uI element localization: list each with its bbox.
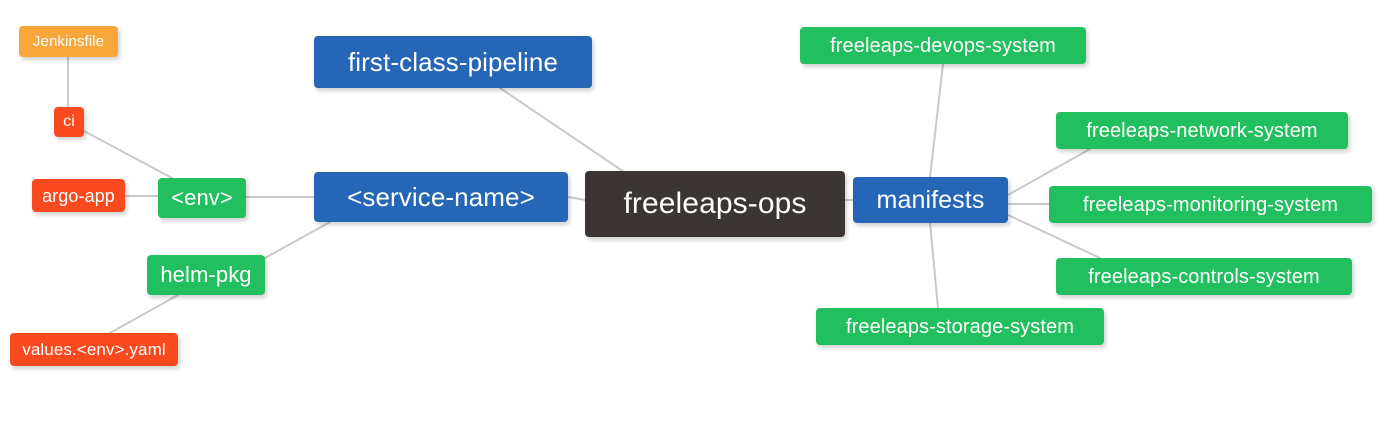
- node-ci[interactable]: ci: [54, 107, 84, 137]
- node-argo-app[interactable]: argo-app: [32, 179, 125, 212]
- node-label-freeleaps-network-system: freeleaps-network-system: [1086, 119, 1318, 142]
- edge-service-name-to-helm-pkg: [264, 221, 331, 259]
- node-label-freeleaps-monitoring-system: freeleaps-monitoring-system: [1082, 193, 1338, 216]
- node-first-class-pipeline[interactable]: first-class-pipeline: [314, 36, 592, 88]
- node-freeleaps-devops-system[interactable]: freeleaps-devops-system: [800, 27, 1086, 64]
- edge-env-to-ci: [83, 130, 173, 179]
- node-freeleaps-network-system[interactable]: freeleaps-network-system: [1056, 112, 1348, 149]
- edge-helm-pkg-to-values-env-yaml: [109, 294, 179, 334]
- node-freeleaps-controls-system[interactable]: freeleaps-controls-system: [1056, 258, 1352, 295]
- edge-freeleaps-ops-to-service-name: [567, 196, 586, 201]
- node-helm-pkg[interactable]: helm-pkg: [147, 255, 265, 295]
- node-label-freeleaps-devops-system: freeleaps-devops-system: [830, 34, 1056, 57]
- node-jenkinsfile[interactable]: Jenkinsfile: [19, 26, 118, 57]
- node-label-jenkinsfile: Jenkinsfile: [32, 33, 105, 50]
- node-manifests[interactable]: manifests: [853, 177, 1008, 223]
- node-service-name[interactable]: <service-name>: [314, 172, 568, 222]
- node-label-helm-pkg: helm-pkg: [160, 262, 252, 287]
- node-freeleaps-ops[interactable]: freeleaps-ops: [585, 171, 845, 237]
- node-label-values-env-yaml: values.<env>.yaml: [22, 340, 166, 359]
- node-label-env: <env>: [171, 185, 233, 210]
- edge-manifests-to-freeleaps-storage-system: [929, 222, 939, 309]
- node-label-manifests: manifests: [876, 185, 985, 214]
- node-label-ci: ci: [63, 113, 75, 130]
- node-label-argo-app: argo-app: [42, 185, 115, 206]
- edge-freeleaps-ops-to-first-class-pipeline: [499, 87, 631, 177]
- node-freeleaps-monitoring-system[interactable]: freeleaps-monitoring-system: [1049, 186, 1372, 223]
- node-label-freeleaps-storage-system: freeleaps-storage-system: [845, 315, 1075, 338]
- node-label-freeleaps-controls-system: freeleaps-controls-system: [1088, 265, 1320, 288]
- node-label-first-class-pipeline: first-class-pipeline: [347, 47, 559, 77]
- node-env[interactable]: <env>: [158, 178, 246, 218]
- node-values-env-yaml[interactable]: values.<env>.yaml: [10, 333, 178, 366]
- node-label-service-name: <service-name>: [347, 182, 535, 212]
- edge-manifests-to-freeleaps-devops-system: [929, 63, 944, 178]
- node-freeleaps-storage-system[interactable]: freeleaps-storage-system: [816, 308, 1104, 345]
- node-label-freeleaps-ops: freeleaps-ops: [623, 187, 807, 220]
